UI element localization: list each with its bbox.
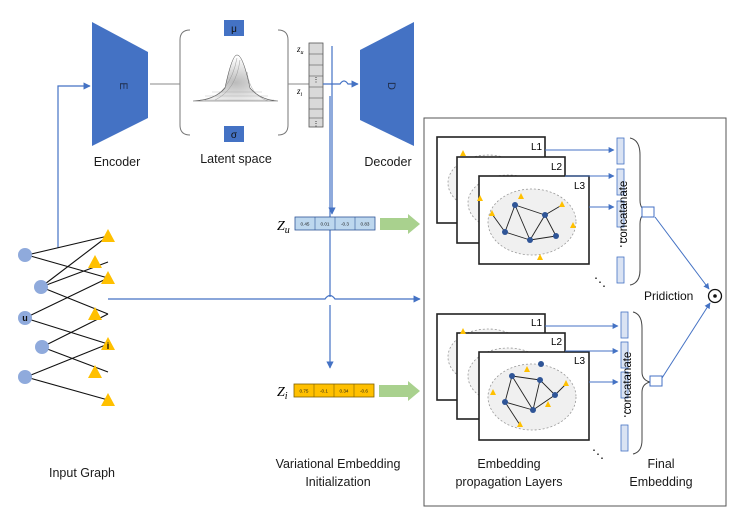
decoder-caption: Decoder [364,155,411,169]
graph-to-encoder-arrow [57,82,91,248]
zi-embedding-label: Zi [277,385,288,402]
lv-dots-2: ⋮ [313,121,320,128]
bottom-layer-stack [436,313,590,441]
bottom-final-embedding [649,375,663,387]
latent-vector [308,42,324,128]
latent-caption: Latent space [200,152,272,166]
bottom-concat-dots: ⋮ [619,405,631,419]
top-final-embedding [641,206,655,218]
top-final-to-pred [654,216,710,290]
zu-val-3: 0.83 [361,222,370,227]
top-layer-label-2: L2 [551,162,563,173]
bottom-layer-label-1: L1 [531,318,543,329]
bottom-layer-label-3: L3 [574,356,586,367]
bottom-stack-dots: ⋱ [592,447,604,461]
encoder-trapezoid [92,22,148,146]
bottom-concat-column [620,311,629,452]
zi-val-2: 0.34 [340,389,349,394]
latent-bracket-right [277,29,289,136]
final-caption-2: Embedding [629,475,692,489]
top-layer-label-3: L3 [574,181,586,192]
zu-latent-label: zu [296,44,304,56]
user-nodes [18,248,49,384]
zi-val-1: -0.1 [320,389,328,394]
latent-bracket-left [179,29,191,136]
top-stack-dots: ⋱ [594,275,606,289]
i-node-label: i [107,341,110,351]
top-concat-column [616,137,625,284]
propagation-caption-1: Embedding [477,457,540,471]
input-graph-edges [24,235,109,401]
encoder-caption: Encoder [94,155,141,169]
zi-val-3: -0.6 [360,389,368,394]
zu-green-arrow [380,214,420,234]
input-graph-caption: Input Graph [49,466,115,480]
lv-dots-1: ⋮ [313,77,320,84]
zu-val-1: 0.01 [321,222,330,227]
mu-box [224,20,244,36]
propagation-caption-2: propagation Layers [455,475,562,489]
decoder-symbol: D [385,82,397,90]
graph-to-propagation-arrow [108,294,421,303]
zi-val-0: 0.75 [300,389,309,394]
u-node-label: u [22,313,28,323]
latent-decoder-arrow [323,80,359,88]
sigma-symbol: σ [231,130,238,141]
top-layer-label-1: L1 [531,142,543,153]
final-caption-1: Final [647,457,674,471]
bottom-concat-label: concatanate [622,352,634,415]
prediction-operator-dot [713,294,717,298]
mu-symbol: μ [231,24,237,35]
encoder-symbol: E [117,82,129,89]
sigma-box [224,126,244,142]
zi-green-arrow [379,381,420,401]
zu-val-0: 0.45 [301,222,310,227]
zi-latent-label: zi [296,86,303,98]
item-nodes [88,229,115,406]
top-layer-stack [436,136,590,265]
init-caption-2: Initialization [305,475,370,489]
bottom-layer-label-2: L2 [551,337,563,348]
bottom-final-to-pred [661,302,711,379]
top-concat-label: concatanate [618,181,630,244]
prediction-label: Pridiction [644,289,693,303]
zu-vector [294,216,376,231]
init-caption-1: Variational Embedding [276,457,401,471]
gaussian-surface [192,54,279,102]
top-concat-dots: ⋮ [615,235,627,249]
zu-val-2: -0.3 [341,222,349,227]
zu-embedding-label: Zu [277,219,290,236]
decoder-trapezoid [360,22,414,146]
zi-vector [293,383,375,398]
